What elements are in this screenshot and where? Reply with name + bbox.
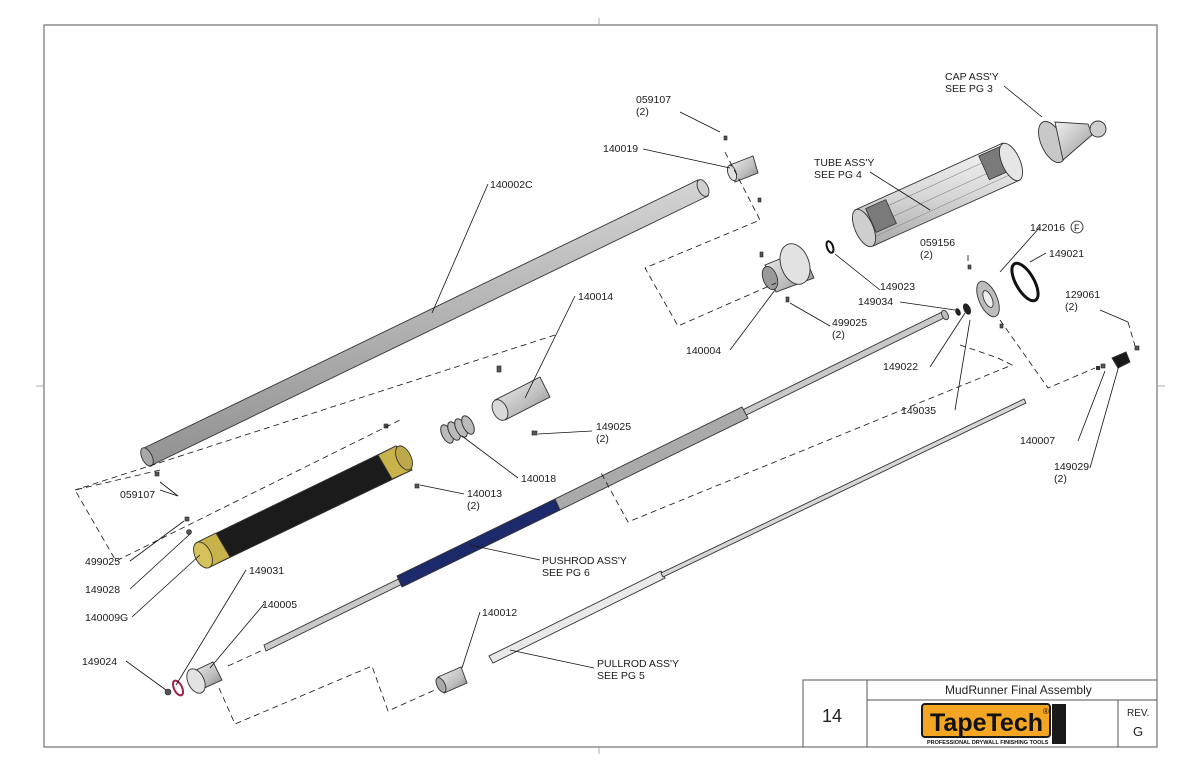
rev-value: G [1133,724,1143,739]
label-tube-assy: TUBE ASS'Y [814,157,874,169]
label-149025: 149025 [596,421,631,433]
label-140019: 140019 [603,143,638,155]
label-140007: 140007 [1020,435,1055,447]
head-140004 [761,243,815,293]
sleeve-140014 [491,376,551,421]
drawing-title: MudRunner Final Assembly [945,683,1092,697]
label-140005: 140005 [262,599,297,611]
label-140004: 140004 [686,345,721,357]
tube-assembly [851,142,1024,248]
label-tube-assy-see: SEE PG 4 [814,169,862,181]
label-140014: 140014 [578,291,613,303]
label-059156-qty: (2) [920,249,933,261]
brand-tagline: PROFESSIONAL DRYWALL FINISHING TOOLS [927,740,1049,746]
label-059107-left: 059107 [120,489,155,501]
label-140009g: 140009G [85,612,128,624]
label-499025-right-qty: (2) [832,329,845,341]
label-140013-qty: (2) [467,500,480,512]
label-pullrod-assy-see: SEE PG 5 [597,670,645,682]
label-149029: 149029 [1054,461,1089,473]
label-pushrod-assy-see: SEE PG 6 [542,567,590,579]
label-cap-assy: CAP ASS'Y [945,71,999,83]
pullrod-assembly [488,398,1027,664]
title-block: 14 MudRunner Final Assembly TapeTech ® P… [802,679,1158,748]
label-149023: 149023 [880,281,915,293]
label-140012: 140012 [482,607,517,619]
label-129061-qty: (2) [1065,301,1078,313]
label-499025-right: 499025 [832,317,867,329]
label-142016-badge: F [1074,223,1080,233]
tapetech-logo: TapeTech ® [921,703,1066,744]
label-149029-qty: (2) [1054,473,1067,485]
brand-registered: ® [1043,707,1049,716]
leader-lines [125,85,1129,691]
callout-labels: 059107 (2) 140019 140002C CAP ASS'Y SEE … [82,71,1100,682]
small-rings-149034-149035 [955,303,972,316]
label-142016: 142016 [1030,222,1065,234]
label-pushrod-assy: PUSHROD ASS'Y [542,555,627,567]
label-059107-top-qty: (2) [636,106,649,118]
label-149034: 149034 [858,296,893,308]
label-149024: 149024 [82,656,117,668]
label-149031: 149031 [249,565,284,577]
oring-149031 [171,679,185,697]
sheet-border [43,24,1158,748]
block-140012 [435,666,468,694]
rev-label: REV. [1127,708,1149,719]
label-059156: 059156 [920,237,955,249]
label-499025-left: 499025 [85,556,120,568]
grip-140009g [193,445,413,569]
label-059107-top: 059107 [636,94,671,106]
label-149022: 149022 [883,361,918,373]
small-hardware [154,135,1140,696]
pushrod-assembly [263,309,949,652]
assembly-path-lines [74,151,1136,725]
label-140002c: 140002C [490,179,533,191]
label-149028: 149028 [85,584,120,596]
oring-149023 [825,240,835,254]
label-pullrod-assy: PULLROD ASS'Y [597,658,679,670]
ring-149021 [1010,261,1040,303]
label-140013: 140013 [467,488,502,500]
label-129061: 129061 [1065,289,1100,301]
label-cap-assy-see: SEE PG 3 [945,83,993,95]
brand-name: TapeTech [930,709,1043,737]
label-149025-qty: (2) [596,433,609,445]
endcap-140005 [186,661,223,694]
fitting-142016 [976,280,1000,318]
label-140018: 140018 [521,473,556,485]
nozzle-149029 [1096,351,1131,370]
page-number: 14 [822,706,842,726]
tube-140002c [140,179,710,467]
label-149021: 149021 [1049,248,1084,260]
spring-140018 [440,415,475,444]
coupling-140019 [726,155,759,183]
cap-assembly [1038,120,1107,164]
label-149035: 149035 [901,405,936,417]
revision-badge [1070,220,1084,234]
